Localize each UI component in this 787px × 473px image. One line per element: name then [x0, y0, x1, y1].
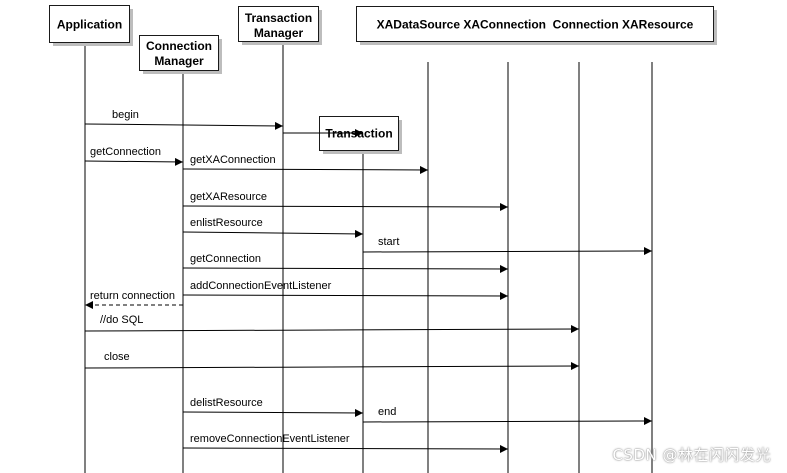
participant-transaction-manager-line2: Manager — [254, 26, 304, 40]
participant-connection-manager-line1: Connection — [146, 39, 212, 53]
message-label: return connection — [90, 290, 175, 302]
message-label: getXAConnection — [190, 154, 276, 166]
participant-transaction-manager-line1: Transaction — [245, 11, 312, 25]
message-arrow — [182, 202, 509, 211]
message-label: getXAResource — [190, 191, 267, 203]
message-label: getConnection — [190, 253, 261, 265]
participant-connection-manager: Connection Manager — [139, 35, 222, 74]
message-label: addConnectionEventListener — [190, 280, 332, 292]
message-11: //do SQL — [84, 314, 580, 334]
message-label: end — [378, 406, 396, 418]
message-5: getXAResource — [182, 191, 509, 211]
message-arrow — [182, 229, 364, 238]
message-label: getConnection — [90, 146, 161, 158]
watermark: CSDN @林在闪闪发光 — [612, 446, 771, 464]
message-label: removeConnectionEventListener — [190, 433, 350, 445]
message-label: delistResource — [190, 397, 263, 409]
message-arrow — [182, 408, 364, 417]
participant-resources-label: XADataSource XAConnection Connection XAR… — [377, 18, 694, 32]
message-arrow — [362, 417, 653, 426]
message-10: return connection — [85, 290, 183, 309]
message-7: start — [362, 236, 653, 256]
message-label: begin — [112, 109, 139, 121]
message-arrow — [84, 362, 580, 371]
participant-connection-manager-line2: Manager — [154, 54, 204, 68]
message-arrow — [362, 247, 653, 256]
message-label: close — [104, 351, 130, 363]
message-arrow — [182, 264, 509, 273]
message-arrow — [182, 291, 509, 300]
participant-transaction-manager: Transaction Manager — [238, 6, 322, 45]
message-arrow — [182, 165, 429, 174]
message-9: addConnectionEventListener — [182, 280, 509, 300]
lifelines — [84, 44, 653, 473]
message-8: getConnection — [182, 253, 509, 273]
message-label: //do SQL — [100, 314, 143, 326]
message-13: delistResource — [182, 397, 364, 417]
participant-resources-header: XADataSource XAConnection Connection XAR… — [356, 6, 717, 45]
message-1: begin — [84, 109, 284, 130]
message-6: enlistResource — [182, 217, 364, 238]
participant-application: Application — [49, 5, 133, 46]
participant-application-label: Application — [57, 18, 122, 32]
message-arrow — [182, 444, 509, 453]
message-label: enlistResource — [190, 217, 263, 229]
message-arrow — [84, 121, 284, 130]
message-14: end — [362, 406, 653, 426]
message-label: start — [378, 236, 399, 248]
message-15: removeConnectionEventListener — [182, 433, 509, 453]
participant-transaction: Transaction — [319, 116, 402, 154]
messages: begin getConnection getXAConnection getXARe… — [84, 109, 653, 453]
message-12: close — [84, 351, 580, 371]
message-arrow — [84, 325, 580, 334]
message-arrow — [84, 157, 184, 166]
message-4: getXAConnection — [182, 154, 429, 174]
message-3: getConnection — [84, 146, 184, 166]
